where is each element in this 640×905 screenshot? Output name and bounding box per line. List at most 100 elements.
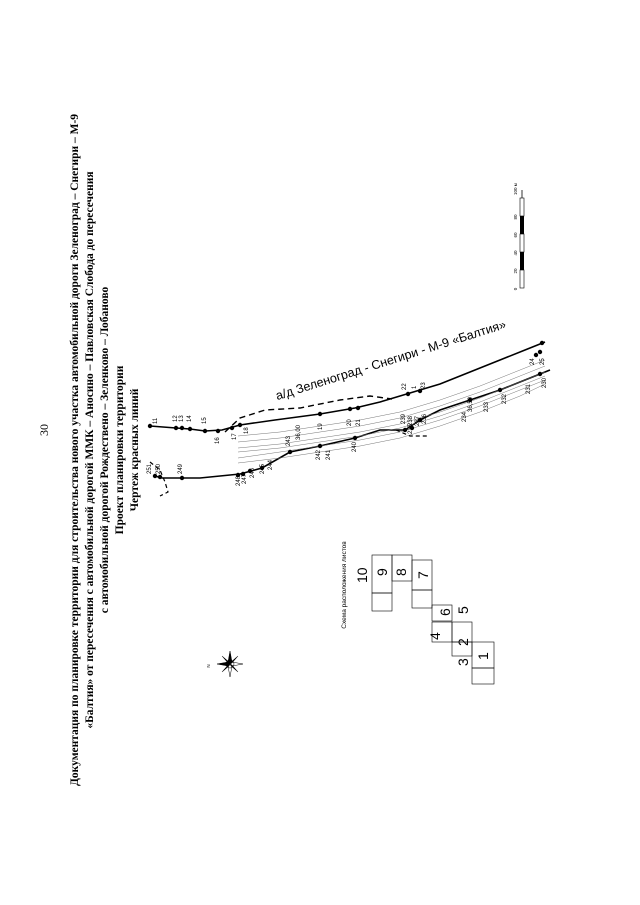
point-251 <box>152 473 158 479</box>
point-242 <box>317 443 323 449</box>
scale-tick-20: 20 <box>513 268 518 274</box>
point-246 <box>247 468 253 474</box>
title-line-2: «Балтия» от пересечения с автомобильной … <box>84 171 96 728</box>
sheet-4: 4 <box>427 632 443 640</box>
north-arrow-icon: N <box>206 650 244 678</box>
point-13 <box>179 425 185 431</box>
top-point-labels: 11 12 13 14 15 16 17 18 19 20 21 22 23 1 <box>153 382 427 444</box>
point-249 <box>179 475 185 481</box>
label-1: 1 <box>412 385 418 389</box>
title-line-5: Чертеж красных линий <box>129 388 141 511</box>
point-234 <box>467 397 473 403</box>
measurement-2: 36,50 <box>468 396 474 412</box>
label-234: 234 <box>462 411 468 422</box>
label-244: 244 <box>268 459 274 470</box>
page-number: 30 <box>37 424 51 436</box>
sheet-3: 3 <box>455 658 471 666</box>
scale-tick-60: 60 <box>513 232 518 238</box>
label-25: 25 <box>540 358 546 365</box>
label-239: 239 <box>401 413 407 424</box>
label-238: 238 <box>408 415 414 426</box>
point-1 <box>539 340 545 346</box>
label-16: 16 <box>215 437 221 444</box>
label-19: 19 <box>318 423 324 430</box>
road-inner-lines <box>237 359 546 464</box>
point-240 <box>352 435 358 441</box>
scale-tick-40: 40 <box>513 250 518 256</box>
label-15: 15 <box>202 417 208 424</box>
label-14: 14 <box>187 415 193 422</box>
scale-tick-0: 0 <box>513 287 518 290</box>
label-243: 243 <box>286 435 292 446</box>
point-25 <box>533 352 539 358</box>
point-17 <box>229 425 235 431</box>
scale-bar: 0 20 40 60 80 100 м <box>513 183 525 290</box>
label-250: 250 <box>156 463 162 474</box>
label-242: 242 <box>316 449 322 460</box>
label-17: 17 <box>232 433 238 440</box>
point-21 <box>355 405 361 411</box>
dashed-boundary-left <box>149 461 169 497</box>
label-232: 232 <box>502 393 508 404</box>
point-250 <box>157 474 163 480</box>
sheet-6: 6 <box>437 608 453 616</box>
red-line-top <box>149 341 546 432</box>
scale-tick-100: 100 м <box>513 183 518 195</box>
label-236: 236 <box>422 413 428 424</box>
label-24: 24 <box>530 358 536 365</box>
point-245 <box>259 465 265 471</box>
dashed-boundary-mid <box>395 429 428 437</box>
point-236 <box>417 417 423 423</box>
sheet-scheme-caption: Схема расположения листов <box>341 541 348 629</box>
title-line-3: с автомобильной дорогой Рождествено – Зе… <box>99 286 111 613</box>
label-249: 249 <box>178 463 184 474</box>
point-22 <box>405 391 411 397</box>
point-243 <box>287 449 293 455</box>
sheet-2: 2 <box>455 638 471 646</box>
label-235: 235 <box>408 423 414 434</box>
label-12: 12 <box>173 415 179 422</box>
point-11 <box>147 423 153 429</box>
sheet-scheme: Схема расположения листов 10 9 8 7 6 5 4… <box>341 541 495 685</box>
sheet-1: 1 <box>475 652 491 660</box>
label-230: 230 <box>542 377 548 388</box>
point-238 <box>409 425 415 431</box>
label-233: 233 <box>484 401 490 412</box>
label-23: 23 <box>421 382 427 389</box>
label-13: 13 <box>179 415 185 422</box>
sheet-5: 5 <box>455 606 471 614</box>
point-20 <box>347 406 353 412</box>
sheet-8: 8 <box>393 568 409 576</box>
bottom-point-labels: 251 250 249 248 247 246 245 244 243 242 … <box>147 358 548 486</box>
title-line-1: Документация по планировке территории дл… <box>69 114 81 786</box>
dashed-boundary-upper <box>224 395 393 433</box>
scale-tick-80: 80 <box>513 214 518 220</box>
label-247: 247 <box>242 473 248 484</box>
label-251: 251 <box>147 463 153 474</box>
label-248: 248 <box>236 475 242 486</box>
label-18: 18 <box>244 427 250 434</box>
sheet-9: 9 <box>374 568 390 576</box>
point-248 <box>235 472 241 478</box>
label-11: 11 <box>153 417 159 424</box>
bottom-points <box>152 349 543 481</box>
north-arrow-label: N <box>206 664 211 667</box>
red-lines-drawing: 11 12 13 14 15 16 17 18 19 20 21 22 23 1… <box>147 317 551 497</box>
top-points <box>147 340 545 434</box>
point-23 <box>417 388 423 394</box>
road-label: а/д Зеленоград - Снегири - М-9 «Балтия» <box>274 317 508 403</box>
label-241: 241 <box>326 449 332 460</box>
point-14 <box>187 426 193 432</box>
label-20: 20 <box>347 419 353 426</box>
point-232 <box>497 387 503 393</box>
title-line-4: Проект планировки территории <box>114 365 126 534</box>
point-18 <box>237 422 243 428</box>
label-237: 237 <box>415 415 421 426</box>
label-246: 246 <box>250 467 256 478</box>
point-230 <box>537 371 543 377</box>
point-24 <box>537 349 543 355</box>
sheet-10: 10 <box>354 567 370 583</box>
point-12 <box>173 425 179 431</box>
point-239 <box>402 427 408 433</box>
